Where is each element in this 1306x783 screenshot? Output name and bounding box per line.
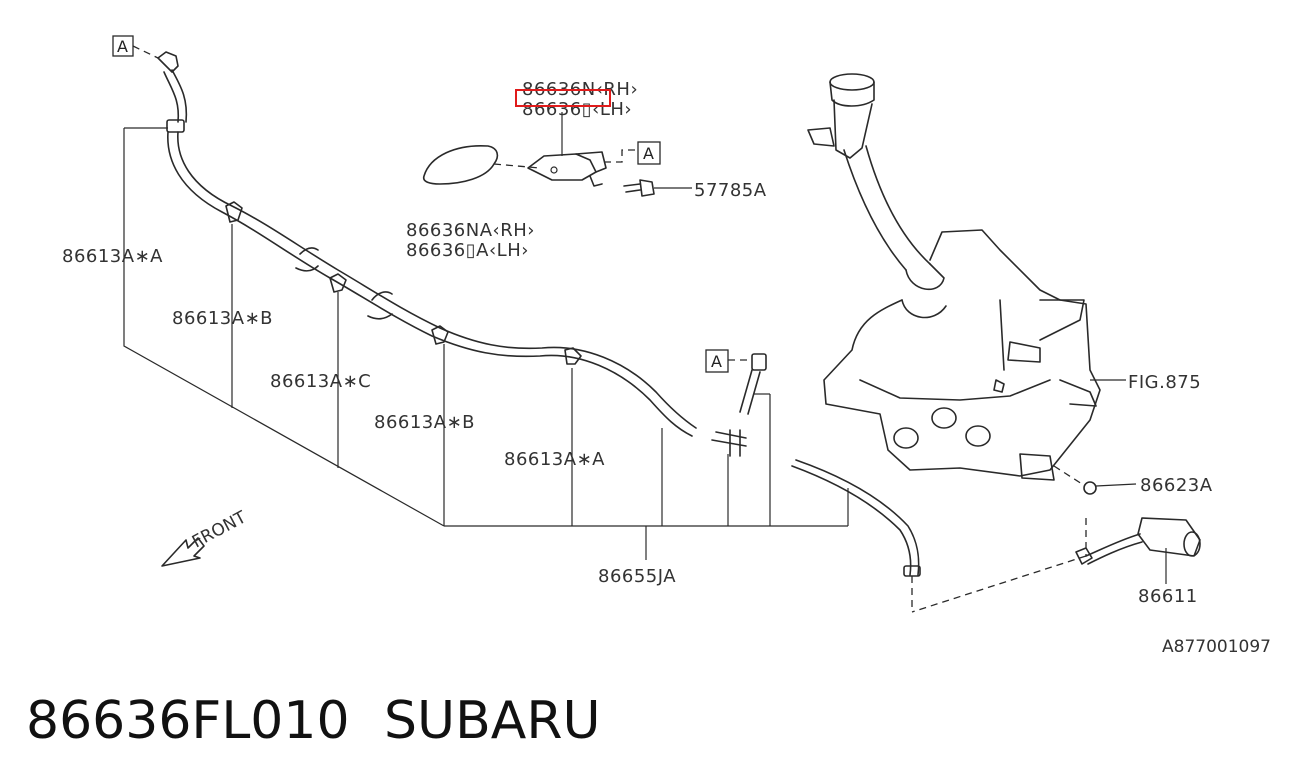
label-clip-c: 86613A∗C [270, 371, 371, 392]
washer-hose-line [123, 51, 849, 560]
pump-group [911, 465, 1201, 613]
front-label: FRONT [189, 507, 250, 552]
label-hose: 86655JA [598, 566, 676, 587]
label-grommet: 86623A [1140, 475, 1213, 496]
label-nozzle-lh: 86636▯‹LH› [522, 99, 632, 120]
svg-text:A: A [643, 144, 654, 163]
ref-marker-a-topleft: A [112, 35, 159, 59]
ref-marker-a-nozzle: A [637, 141, 661, 165]
label-tank-ref: FIG.875 [1128, 372, 1201, 393]
diagram-code: A877001097 [1162, 637, 1271, 657]
part-number-title: 86636FL010 [26, 691, 350, 751]
nozzle-cover-group [422, 112, 692, 197]
label-motor: 86611 [1138, 586, 1198, 607]
svg-text:A: A [711, 352, 722, 371]
front-arrow: FRONT [161, 507, 250, 567]
washer-tank [807, 73, 1126, 481]
brand-title: SUBARU [384, 691, 601, 751]
hose-connector [711, 353, 921, 577]
label-cover-rh: 86636NA‹RH› [406, 220, 535, 241]
label-clip-b-right: 86613A∗B [374, 412, 475, 433]
label-clip-a-right: 86613A∗A [504, 449, 605, 470]
label-bolt: 57785A [694, 180, 767, 201]
ref-marker-a-center: A [705, 349, 752, 373]
label-clip-a-left: 86613A∗A [62, 246, 163, 267]
svg-text:A: A [117, 37, 128, 56]
label-cover-lh: 86636▯A‹LH› [406, 240, 529, 261]
label-clip-b-left: 86613A∗B [172, 308, 273, 329]
highlight-box [515, 89, 611, 107]
